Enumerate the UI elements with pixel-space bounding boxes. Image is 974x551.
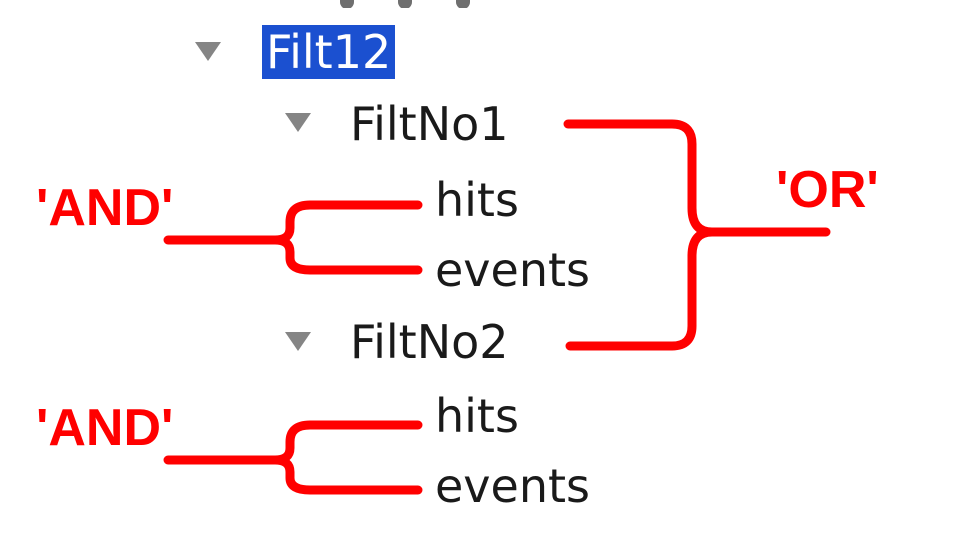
and-label-1: 'AND' xyxy=(36,179,174,237)
tree-node-hits[interactable]: hits xyxy=(435,389,519,443)
or-bracket-curly-brace-icon xyxy=(563,119,831,351)
or-label: 'OR' xyxy=(776,161,879,219)
and-bracket-2-curly-brace-icon xyxy=(163,420,423,495)
disclosure-triangle-icon[interactable] xyxy=(195,42,221,61)
tree-node-root[interactable]: Filt12 xyxy=(262,24,396,80)
disclosure-triangle-icon[interactable] xyxy=(285,332,311,351)
tree-node-events[interactable]: events xyxy=(435,243,590,297)
tree-node-root-label: Filt12 xyxy=(262,25,396,79)
disclosure-triangle-icon[interactable] xyxy=(285,113,311,132)
and-label-2: 'AND' xyxy=(36,399,174,457)
annotation-strokes xyxy=(163,119,831,495)
tree-node-filtno1[interactable]: FiltNo1 xyxy=(350,97,509,151)
tree-node-filtno2[interactable]: FiltNo2 xyxy=(350,315,509,369)
tree-node-hits[interactable]: hits xyxy=(435,173,519,227)
tree-node-events[interactable]: events xyxy=(435,459,590,513)
clipped-row-remnant xyxy=(340,0,560,8)
and-bracket-1-curly-brace-icon xyxy=(163,200,423,275)
